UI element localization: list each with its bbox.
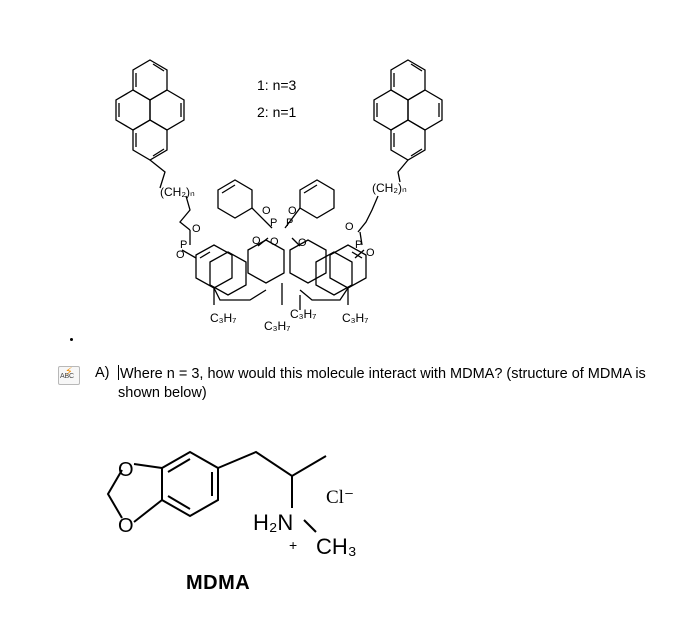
question-text-line2[interactable]: shown below): [118, 385, 207, 401]
propyl-label-1: C₃H₇: [210, 311, 236, 325]
svg-text:O: O: [176, 249, 185, 261]
mdma-oxygen-top: O: [118, 459, 134, 481]
chloride-label: Cl⁻: [326, 487, 354, 508]
svg-text:O: O: [298, 237, 307, 249]
left-pyrene: [115, 59, 185, 161]
svg-text:O: O: [252, 235, 261, 247]
svg-text:P: P: [286, 217, 293, 229]
methyl-label: CH₃: [316, 534, 357, 559]
svg-text:O: O: [262, 205, 271, 217]
compound-1-label: 1: n=3: [257, 77, 297, 93]
charge-plus: +: [289, 537, 297, 553]
spellcheck-icon[interactable]: ABC ⚡: [58, 366, 80, 385]
question-letter: A): [95, 365, 110, 381]
amine-label: H₂N: [253, 510, 293, 535]
propyl-label-4: C₃H₇: [342, 311, 368, 325]
svg-text:O: O: [366, 247, 375, 259]
right-chain-label: (CH₂)ₙ: [372, 181, 407, 195]
svg-text:P: P: [180, 239, 187, 251]
mdma-caption: MDMA: [186, 572, 251, 594]
question-text-line1[interactable]: Where n = 3, how would this molecule int…: [118, 365, 646, 382]
list-bullet: [70, 338, 73, 341]
propyl-label-2: C₃H₇: [264, 319, 290, 333]
propyl-label-3: C₃H₇: [290, 307, 316, 321]
svg-text:O: O: [288, 205, 297, 217]
svg-text:O: O: [345, 221, 354, 233]
svg-text:O: O: [192, 223, 201, 235]
svg-text:P: P: [355, 239, 362, 251]
compound-2-label: 2: n=1: [257, 104, 297, 120]
svg-text:P: P: [270, 217, 277, 229]
text-cursor: [118, 365, 119, 380]
svg-text:O: O: [270, 236, 279, 248]
left-chain-label: (CH₂)ₙ: [160, 185, 195, 199]
mdma-oxygen-bottom: O: [118, 515, 134, 537]
calixarene-structure: (CH₂)ₙ (CH₂)ₙ C₃H₇ C₃H₇ C₃H₇ C₃H₇ P O O …: [115, 59, 443, 333]
right-pyrene: [373, 59, 443, 161]
